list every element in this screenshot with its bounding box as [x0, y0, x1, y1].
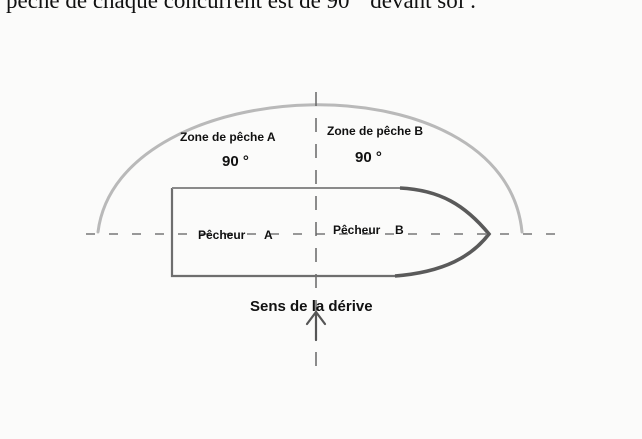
zone-b-label: Zone de pêche B: [327, 124, 423, 138]
fisher-a-letter: A: [264, 228, 273, 242]
zone-a-label: Zone de pêche A: [180, 130, 276, 144]
zone-a-angle: 90 °: [222, 153, 249, 170]
drift-arrow-icon: [305, 310, 327, 342]
caption-text: pêche de chaque concurrent est de 90 ° d…: [6, 0, 477, 13]
fishing-zone-arc: [96, 103, 524, 234]
boat-hull: [170, 188, 400, 278]
drift-direction-label: Sens de la dérive: [250, 298, 373, 315]
zone-b-angle: 90 °: [355, 149, 382, 166]
fisher-a-label: Pêcheur: [198, 228, 246, 242]
fisher-b-letter: B: [395, 223, 404, 237]
fisher-b-label: Pêcheur: [333, 223, 381, 237]
boat-bow: [394, 186, 492, 278]
